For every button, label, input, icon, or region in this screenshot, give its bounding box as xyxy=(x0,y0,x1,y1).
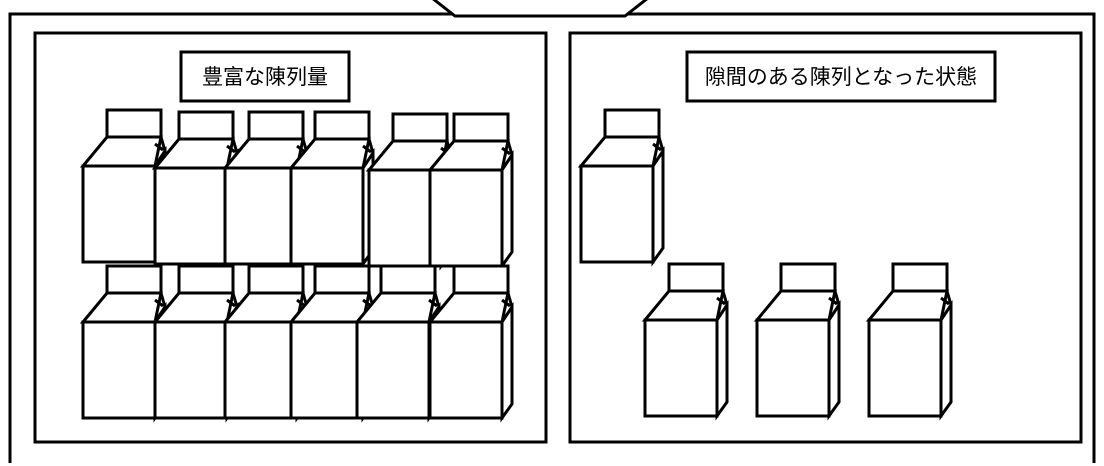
carton-outline xyxy=(428,168,504,268)
carton-outline xyxy=(755,318,831,418)
carton-outline xyxy=(247,264,305,293)
carton-outline xyxy=(81,164,157,264)
carton-outline xyxy=(428,320,504,420)
carton-outline xyxy=(177,264,235,293)
carton-outline xyxy=(452,112,510,141)
carton-outline xyxy=(452,264,510,293)
carton-outline xyxy=(313,264,371,293)
carton-outline xyxy=(579,164,655,264)
carton-outline xyxy=(391,112,449,141)
carton-outline xyxy=(828,290,841,306)
carton-outline xyxy=(226,292,239,308)
carton-outline xyxy=(428,292,441,308)
carton-outline xyxy=(379,264,437,293)
carton-outline xyxy=(867,318,943,418)
label-box-abundant xyxy=(179,50,351,103)
carton-outline xyxy=(940,290,953,306)
label-box-sparse xyxy=(685,50,997,103)
carton-outline xyxy=(177,110,235,139)
carton-outline xyxy=(289,320,365,420)
carton-row-front-left xyxy=(79,264,514,423)
milk-carton-icon xyxy=(753,262,841,421)
milk-carton-icon xyxy=(287,110,375,269)
carton-outline xyxy=(153,166,229,266)
carton-outline xyxy=(154,292,167,308)
carton-outline xyxy=(355,320,431,420)
label-sparse-display: 隙間のある陳列となった状態 xyxy=(705,65,977,89)
carton-outline xyxy=(652,136,665,152)
carton-group-right xyxy=(577,108,953,421)
carton-outline xyxy=(223,320,299,420)
carton-outline xyxy=(501,140,514,156)
carton-outline xyxy=(779,262,837,291)
carton-outline xyxy=(105,108,163,137)
milk-carton-icon xyxy=(641,262,729,421)
milk-carton-icon xyxy=(865,262,953,421)
top-arrow-connector xyxy=(432,0,648,18)
carton-outline xyxy=(716,290,729,306)
label-abundant-display: 豊富な陳列量 xyxy=(202,65,328,89)
milk-carton-icon xyxy=(426,264,514,423)
carton-outline xyxy=(643,318,719,418)
milk-carton-icon xyxy=(577,108,665,267)
carton-row-back-left xyxy=(79,108,514,271)
carton-outline xyxy=(667,262,725,291)
carton-outline xyxy=(154,136,167,152)
milk-carton-icon xyxy=(426,112,514,271)
carton-outline xyxy=(153,320,229,420)
carton-outline xyxy=(226,138,239,154)
carton-outline xyxy=(81,320,157,420)
carton-outline xyxy=(223,166,299,266)
carton-outline xyxy=(313,110,371,139)
carton-outline xyxy=(289,166,365,266)
carton-outline xyxy=(603,108,661,137)
carton-outline xyxy=(362,138,375,154)
carton-outline xyxy=(105,264,163,293)
carton-outline xyxy=(501,292,514,308)
carton-outline xyxy=(247,110,305,139)
carton-outline xyxy=(891,262,949,291)
